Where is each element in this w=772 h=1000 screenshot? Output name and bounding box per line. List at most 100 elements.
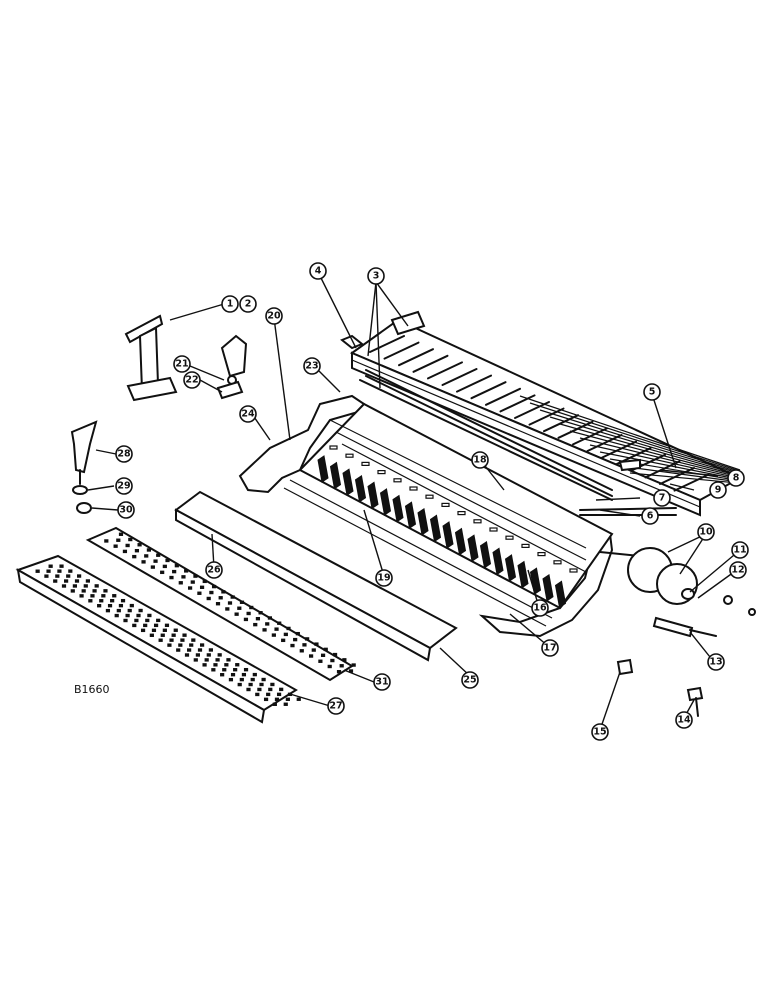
grate-finger bbox=[629, 472, 741, 484]
callout-21: 21 bbox=[173, 355, 191, 373]
svg-text:5: 5 bbox=[649, 387, 656, 398]
perforation bbox=[193, 658, 198, 662]
concave-bar bbox=[329, 419, 587, 549]
perforation bbox=[230, 672, 236, 677]
perforation bbox=[332, 652, 338, 657]
perforation bbox=[187, 648, 192, 652]
finger-grate-assembly bbox=[349, 318, 743, 517]
concave-frame bbox=[238, 394, 698, 638]
perforation bbox=[237, 606, 242, 610]
perforation bbox=[250, 677, 255, 682]
adjusting-link bbox=[616, 595, 756, 717]
leader-lines bbox=[87, 275, 741, 731]
perforation bbox=[228, 677, 234, 682]
callout-4: 4 bbox=[309, 262, 327, 280]
grate-slot bbox=[499, 394, 536, 413]
perforation bbox=[339, 664, 344, 668]
svg-text:22: 22 bbox=[185, 375, 198, 386]
svg-text:24: 24 bbox=[241, 409, 255, 420]
perforation bbox=[164, 623, 170, 628]
callout-17: 17 bbox=[541, 639, 559, 657]
perforation bbox=[172, 569, 177, 574]
perforation bbox=[330, 658, 335, 663]
svg-text:16: 16 bbox=[533, 603, 547, 614]
callout-29: 29 bbox=[115, 477, 133, 495]
svg-text:10: 10 bbox=[699, 527, 713, 538]
grate-finger bbox=[549, 416, 741, 475]
perforation bbox=[208, 648, 213, 652]
perforation bbox=[327, 664, 332, 669]
perforation bbox=[120, 598, 126, 603]
perforation bbox=[132, 554, 137, 559]
grate-slot bbox=[659, 467, 695, 485]
concave-slot bbox=[393, 478, 402, 483]
perforation bbox=[263, 697, 269, 702]
perforation bbox=[271, 633, 276, 637]
rasp-bar bbox=[404, 501, 417, 530]
callout-20: 20 bbox=[265, 307, 283, 325]
perforation bbox=[81, 589, 86, 593]
grate-slot bbox=[514, 401, 550, 419]
perforation bbox=[66, 574, 71, 578]
concave-slot bbox=[457, 511, 466, 516]
perforation bbox=[132, 623, 137, 628]
perforation bbox=[85, 579, 90, 583]
perforation bbox=[248, 682, 253, 687]
perforation bbox=[296, 697, 301, 701]
grate-finger bbox=[539, 409, 741, 473]
perforation bbox=[112, 594, 117, 598]
perforation bbox=[308, 654, 314, 658]
concave-slot bbox=[473, 519, 482, 524]
perforation bbox=[206, 653, 211, 657]
perforation bbox=[70, 589, 75, 593]
perforation bbox=[110, 599, 115, 603]
perforation bbox=[285, 697, 290, 701]
perforation bbox=[274, 627, 279, 631]
callout-22: 22 bbox=[183, 371, 201, 389]
perforation bbox=[160, 633, 165, 637]
grate-slot bbox=[383, 341, 420, 360]
perforation bbox=[193, 574, 198, 578]
perforation bbox=[169, 575, 174, 580]
perforation bbox=[144, 554, 149, 558]
svg-text:29: 29 bbox=[117, 481, 130, 492]
perforation bbox=[178, 581, 183, 585]
perforation bbox=[104, 539, 109, 543]
perforation bbox=[150, 565, 155, 569]
perforation bbox=[209, 590, 214, 595]
perforation bbox=[158, 638, 163, 642]
perforation bbox=[165, 558, 170, 563]
rasp-bar bbox=[554, 580, 567, 609]
perforation bbox=[215, 602, 221, 606]
callout-13: 13 bbox=[707, 653, 725, 671]
perforation bbox=[189, 643, 194, 647]
callout-31: 31 bbox=[373, 673, 391, 691]
grate-slot bbox=[369, 335, 405, 353]
perforation bbox=[235, 663, 240, 667]
perforation bbox=[169, 638, 174, 642]
rasp-bar bbox=[342, 468, 354, 497]
perforation bbox=[162, 628, 167, 632]
perforated-sieve-upper bbox=[85, 526, 356, 682]
perforation bbox=[265, 622, 270, 626]
svg-text:11: 11 bbox=[733, 545, 746, 556]
callout-9: 9 bbox=[709, 481, 727, 499]
perforation bbox=[187, 586, 193, 590]
perforation bbox=[202, 663, 207, 667]
svg-text:26: 26 bbox=[207, 565, 221, 576]
perforation bbox=[224, 663, 229, 667]
rasp-bar bbox=[467, 534, 479, 563]
callout-7: 7 bbox=[653, 489, 671, 507]
perforation bbox=[125, 613, 130, 618]
perforation bbox=[283, 632, 288, 637]
perforation bbox=[160, 570, 165, 575]
perforation bbox=[118, 603, 124, 608]
perforation bbox=[262, 628, 267, 632]
perforation bbox=[246, 611, 251, 616]
svg-text:21: 21 bbox=[175, 359, 188, 370]
perforation bbox=[68, 569, 73, 573]
perforation bbox=[103, 589, 108, 593]
perforation bbox=[253, 622, 258, 627]
callout-16: 16 bbox=[531, 599, 549, 617]
rasp-bar bbox=[354, 474, 367, 503]
